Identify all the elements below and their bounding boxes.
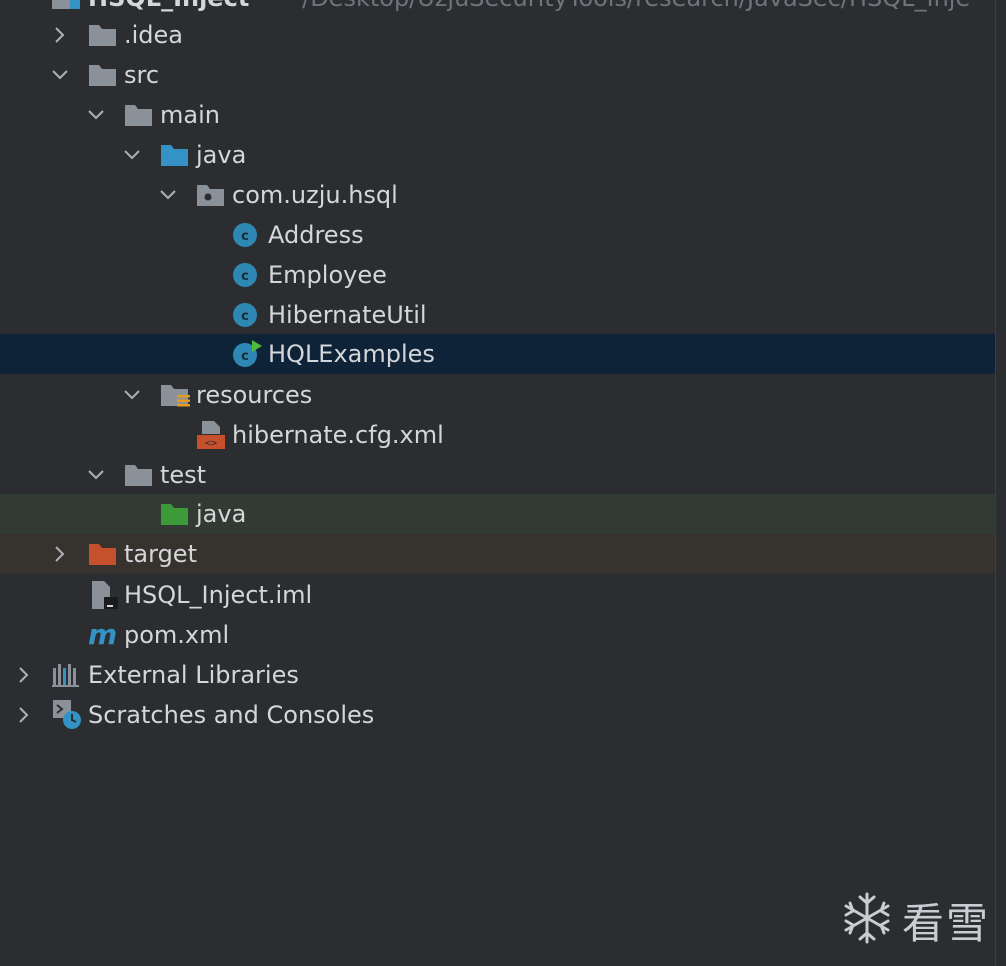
- chevron-right-icon[interactable]: [50, 15, 70, 55]
- svg-text:m: m: [88, 622, 117, 648]
- java-class-icon: c: [232, 302, 262, 328]
- chevron-right-icon[interactable]: [14, 695, 34, 735]
- chevron-down-icon[interactable]: [122, 135, 142, 175]
- libraries-icon: [52, 662, 82, 688]
- tree-row-class-hqlexamples[interactable]: c HQLExamples: [0, 334, 996, 374]
- tree-item-label: hibernate.cfg.xml: [232, 421, 444, 449]
- tree-row-root[interactable]: HSQL_Inject ~/Desktop/UzjuSecurityTools/…: [0, 0, 996, 18]
- tree-item-label: Scratches and Consoles: [88, 701, 375, 729]
- svg-text:c: c: [241, 269, 249, 284]
- folder-icon: [124, 462, 154, 488]
- resources-folder-icon: [160, 382, 190, 408]
- tree-row-iml-file[interactable]: HSQL_Inject.iml: [0, 575, 996, 615]
- tree-row-pom[interactable]: m pom.xml: [0, 615, 996, 655]
- tree-row-external-libraries[interactable]: External Libraries: [0, 655, 996, 695]
- tree-row-idea[interactable]: .idea: [0, 15, 996, 55]
- tree-item-label: target: [124, 540, 197, 568]
- tree-item-label: com.uzju.hsql: [232, 181, 398, 209]
- svg-text:<>: <>: [205, 438, 217, 449]
- chevron-down-icon[interactable]: [122, 375, 142, 415]
- tree-item-label: java: [196, 500, 247, 528]
- tree-row-xml-file[interactable]: <> hibernate.cfg.xml: [0, 415, 996, 455]
- test-source-folder-icon: [160, 501, 190, 527]
- iml-file-icon: [90, 580, 120, 609]
- tree-row-class-hibernateutil[interactable]: c HibernateUtil: [0, 295, 996, 335]
- tree-row-main[interactable]: main: [0, 95, 996, 135]
- maven-icon: m: [86, 618, 117, 651]
- chevron-down-icon[interactable]: [158, 175, 178, 215]
- tree-item-label: src: [124, 61, 160, 89]
- tree-row-scratches[interactable]: Scratches and Consoles: [0, 695, 996, 735]
- java-class-icon: c: [232, 262, 262, 288]
- tree-row-java-test[interactable]: java: [0, 494, 996, 534]
- tree-item-label: resources: [196, 381, 313, 409]
- chevron-down-icon[interactable]: [86, 95, 106, 135]
- chevron-down-icon[interactable]: [86, 455, 106, 495]
- tree-item-label: pom.xml: [124, 621, 230, 649]
- tree-item-label: HQLExamples: [268, 340, 435, 368]
- svg-text:c: c: [241, 309, 249, 324]
- tree-item-label: HSQL_Inject.iml: [124, 581, 313, 609]
- chevron-right-icon[interactable]: [50, 534, 70, 574]
- tree-item-label: Employee: [268, 261, 387, 289]
- folder-icon: [88, 22, 118, 48]
- tree-row-class-address[interactable]: c Address: [0, 215, 996, 255]
- panel-edge: [995, 0, 1006, 966]
- folder-icon: [124, 102, 154, 128]
- tree-item-label: .idea: [124, 21, 184, 49]
- watermark: 看雪: [840, 890, 990, 950]
- java-runnable-class-icon: c: [232, 340, 262, 367]
- scratches-icon: [52, 699, 82, 729]
- snowflake-icon: [840, 891, 894, 949]
- tree-row-class-employee[interactable]: c Employee: [0, 255, 996, 295]
- svg-text:c: c: [241, 349, 249, 364]
- tree-item-label: test: [160, 461, 207, 489]
- tree-row-java-source[interactable]: java: [0, 135, 996, 175]
- java-class-icon: c: [232, 222, 262, 248]
- tree-item-label: java: [196, 141, 247, 169]
- tree-item-label: External Libraries: [88, 661, 299, 689]
- svg-text:c: c: [241, 229, 249, 244]
- package-icon: [196, 182, 226, 208]
- folder-icon: [88, 62, 118, 88]
- module-icon: [52, 0, 82, 11]
- tree-item-label: Address: [268, 221, 364, 249]
- tree-root-path: ~/Desktop/UzjuSecurityTools/research/Jav…: [282, 0, 970, 18]
- tree-item-label: main: [160, 101, 220, 129]
- tree-row-resources[interactable]: resources: [0, 375, 996, 415]
- xml-file-icon: <>: [196, 420, 226, 449]
- tree-row-test[interactable]: test: [0, 455, 996, 495]
- chevron-right-icon[interactable]: [14, 655, 34, 695]
- excluded-folder-icon: [88, 541, 118, 567]
- tree-row-package[interactable]: com.uzju.hsql: [0, 175, 996, 215]
- tree-root-label: HSQL_Inject: [88, 0, 249, 18]
- watermark-text: 看雪: [902, 898, 991, 948]
- tree-item-label: HibernateUtil: [268, 301, 427, 329]
- source-folder-icon: [160, 142, 190, 168]
- tree-row-src[interactable]: src: [0, 55, 996, 95]
- chevron-down-icon[interactable]: [50, 55, 70, 95]
- tree-row-target[interactable]: target: [0, 534, 996, 574]
